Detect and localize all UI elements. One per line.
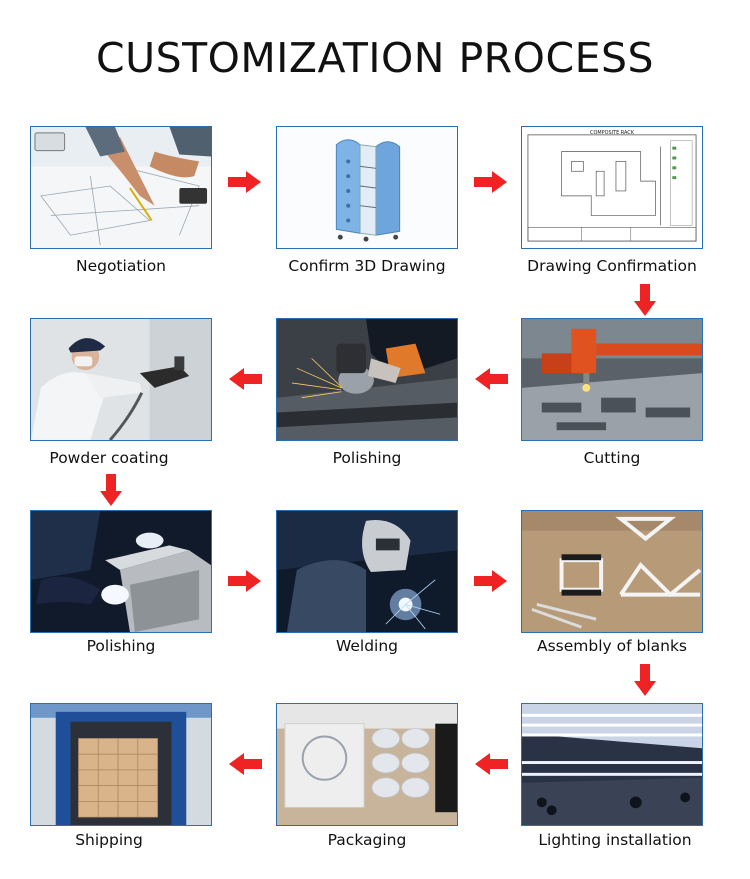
arrow-right-icon (228, 570, 261, 592)
arrow-left-icon (229, 368, 262, 390)
step-image-powder-coating (30, 318, 212, 441)
arrow-right-icon (474, 171, 507, 193)
step-label-assembly-of-blanks: Assembly of blanks (536, 637, 688, 655)
arrow-down-icon (634, 284, 656, 316)
arrow-down-icon (634, 664, 656, 696)
page-title: CUSTOMIZATION PROCESS (95, 34, 655, 82)
step-label-powder-coating: Powder coating (49, 449, 169, 467)
step-label-welding: Welding (335, 637, 399, 655)
step-image-polishing-grinder (276, 318, 458, 441)
step-label-shipping: Shipping (75, 831, 143, 849)
step-image-negotiation (30, 126, 212, 249)
step-label-confirm-3d-drawing: Confirm 3D Drawing (288, 257, 446, 275)
step-label-cutting: Cutting (583, 449, 641, 467)
svg-text:COMPOSITE RACK: COMPOSITE RACK (590, 130, 635, 136)
step-image-assembly-of-blanks (521, 510, 703, 633)
step-label-polishing-box: Polishing (86, 637, 156, 655)
step-label-lighting-installation: Lighting installation (538, 831, 692, 849)
arrow-down-icon (100, 474, 122, 506)
step-label-negotiation: Negotiation (75, 257, 167, 275)
step-label-packaging: Packaging (327, 831, 407, 849)
step-label-drawing-confirmation: Drawing Confirmation (527, 257, 697, 275)
step-image-cutting (521, 318, 703, 441)
step-image-welding (276, 510, 458, 633)
step-image-lighting-installation (521, 703, 703, 826)
step-image-drawing-confirmation: COMPOSITE RACK (521, 126, 703, 249)
arrow-right-icon (474, 570, 507, 592)
arrow-left-icon (229, 753, 262, 775)
step-image-polishing-box (30, 510, 212, 633)
arrow-left-icon (475, 368, 508, 390)
step-image-shipping (30, 703, 212, 826)
arrow-left-icon (475, 753, 508, 775)
step-label-polishing-grinder: Polishing (332, 449, 402, 467)
step-image-confirm-3d-drawing (276, 126, 458, 249)
step-image-packaging (276, 703, 458, 826)
arrow-right-icon (228, 171, 261, 193)
